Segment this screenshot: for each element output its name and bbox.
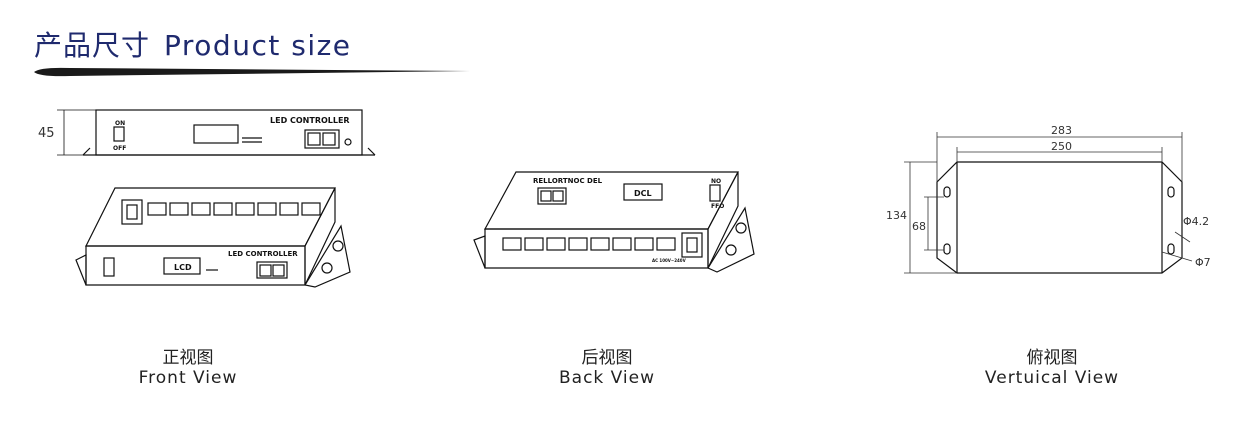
top-view-outline (936, 161, 1183, 274)
top-width-283: 283 (1051, 124, 1072, 137)
title-english: Product size (164, 29, 352, 62)
top-width-250: 250 (1051, 140, 1072, 153)
top-view-dimensions (904, 132, 1193, 274)
front-caption-zh: 正视图 (162, 348, 214, 368)
top-height-134: 134 (886, 209, 907, 222)
top-slot-68: 68 (912, 220, 926, 233)
front-switch-off-label: OFF (113, 145, 126, 152)
back-switch-off-label: FFO (711, 203, 724, 210)
iso-front-display-label: LCD (174, 263, 192, 272)
front-view-isometric (75, 187, 351, 288)
back-switch-on-label: NO (711, 178, 721, 185)
back-view-caption: 后视图 Back View (487, 343, 727, 388)
top-caption-en: Vertuical View (984, 368, 1120, 388)
back-view-isometric (473, 171, 755, 273)
back-mirrored-label: RELLORTNOC DEL (533, 177, 603, 185)
top-view-caption: 俯视图 Vertuical View (932, 343, 1172, 388)
front-view-flat (57, 109, 376, 156)
front-caption-en: Front View (138, 368, 238, 388)
top-hole-large: Φ7 (1195, 256, 1211, 269)
front-height-dimension: 45 (38, 126, 55, 141)
back-caption-zh: 后视图 (581, 348, 633, 368)
front-panel-label: LED CONTROLLER (270, 116, 350, 125)
back-caption-en: Back View (558, 368, 656, 388)
front-switch-on-label: ON (115, 120, 125, 127)
iso-front-panel-label: LED CONTROLLER (228, 250, 298, 258)
back-display-label: DCL (634, 189, 652, 198)
top-hole-small: Φ4.2 (1183, 215, 1209, 228)
page-title: 产品尺寸 Product size (34, 24, 352, 64)
front-view-caption: 正视图 Front View (68, 343, 308, 388)
top-caption-zh: 俯视图 (1026, 348, 1078, 368)
back-power-label: AC 100V~240V (652, 258, 687, 263)
title-underline (34, 67, 470, 77)
title-chinese: 产品尺寸 (34, 29, 151, 62)
